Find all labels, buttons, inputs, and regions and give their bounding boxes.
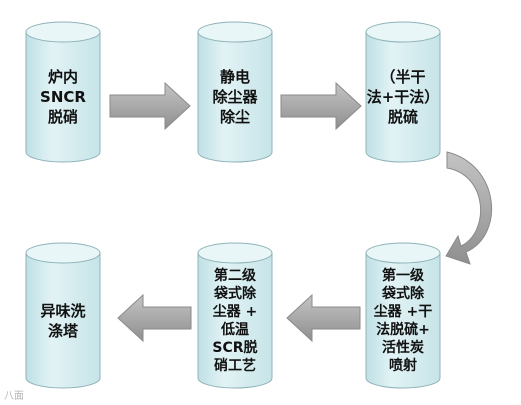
arrow-right-1	[109, 81, 191, 131]
cylinder-step-5	[197, 242, 273, 389]
cylinder-step-2	[197, 21, 273, 163]
cylinder-step-6	[25, 242, 101, 389]
step-4-label: 第一级 袋式除 尘器 +干 法脱硫+ 活性炭 喷射	[373, 267, 433, 374]
arrow-left-1	[286, 293, 361, 343]
step-2-label: 静电 除尘器 除尘	[212, 68, 258, 126]
step-6-label: 异味洗 涤塔	[40, 301, 86, 340]
arrow-right-2	[280, 81, 362, 131]
arrow-left-2	[117, 293, 192, 343]
watermark: 八面	[4, 391, 24, 402]
arrow-curved-down	[445, 151, 492, 265]
step-5-label: 第二级 袋式除 尘器 + 低温 SCR脱 硝工艺	[212, 267, 258, 374]
cylinder-step-4	[365, 242, 441, 389]
cylinder-step-1	[25, 21, 101, 163]
step-3-label: （半干 法+干法） 脱硫	[366, 68, 440, 126]
cylinder-step-3	[365, 21, 441, 163]
step-1-label: 炉内 SNCR 脱硝	[40, 68, 86, 126]
